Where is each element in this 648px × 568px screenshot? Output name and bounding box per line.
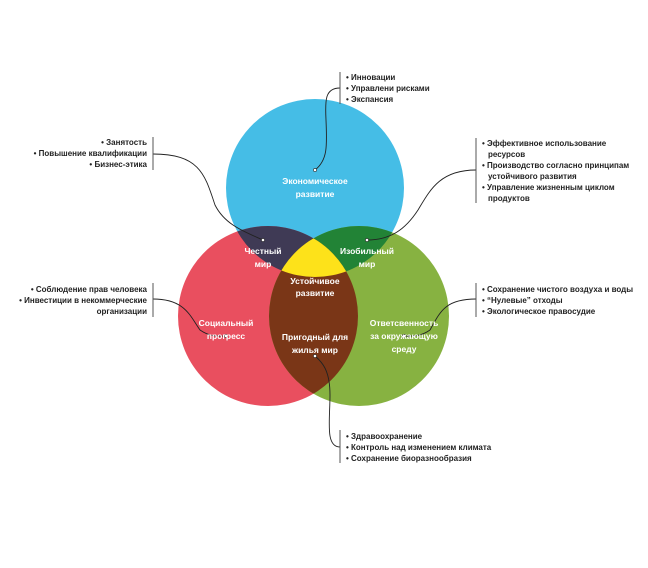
svg-text:• Бизнес-этика: • Бизнес-этика <box>89 160 147 169</box>
list-fair: • Занятость • Повышение квалификации • Б… <box>34 138 148 169</box>
svg-text:• Производство согласно принци: • Производство согласно принципам <box>482 161 629 170</box>
svg-text:• Эффективное использование: • Эффективное использование <box>482 139 607 148</box>
connector-social <box>152 298 227 337</box>
svg-text:• Сохранение биоразнообразия: • Сохранение биоразнообразия <box>346 454 472 463</box>
svg-text:ресурсов: ресурсов <box>488 150 525 159</box>
list-abundant: • Эффективное использование ресурсов • П… <box>482 139 629 203</box>
svg-text:организации: организации <box>97 307 147 316</box>
svg-text:продуктов: продуктов <box>488 194 530 203</box>
svg-text:• Повышение квалификации: • Повышение квалификации <box>34 149 147 158</box>
connector-fair <box>152 153 264 241</box>
svg-text:• “Нулевые” отходы: • “Нулевые” отходы <box>482 296 563 305</box>
connector-dots <box>224 168 406 358</box>
svg-text:• Занятость: • Занятость <box>101 138 147 147</box>
svg-text:• Управление жизненным циклом: • Управление жизненным циклом <box>482 183 615 192</box>
svg-text:• Экспансия: • Экспансия <box>346 95 394 104</box>
connector-abundant <box>366 169 477 241</box>
svg-text:• Здравоохранение: • Здравоохранение <box>346 432 423 441</box>
sustainable-region <box>269 226 358 277</box>
list-economic: • Инновации • Управлени рисками • Экспан… <box>346 73 430 104</box>
svg-text:устойчивого развития: устойчивого развития <box>488 172 577 181</box>
svg-text:• Соблюдение прав человека: • Соблюдение прав человека <box>31 285 148 294</box>
svg-text:• Инвестиции в некоммерческие: • Инвестиции в некоммерческие <box>19 296 147 305</box>
connector-environment <box>403 298 477 337</box>
list-environment: • Сохранение чистого воздуха и воды • “Н… <box>482 285 633 316</box>
svg-text:• Сохранение чистого воздуха и: • Сохранение чистого воздуха и воды <box>482 285 633 294</box>
connector-livable <box>314 355 341 448</box>
list-livable: • Здравоохранение • Контроль над изменен… <box>346 432 492 463</box>
list-social: • Соблюдение прав человека • Инвестиции … <box>19 285 147 316</box>
svg-text:• Экологическое правосудие: • Экологическое правосудие <box>482 307 596 316</box>
svg-text:• Инновации: • Инновации <box>346 73 395 82</box>
svg-text:• Контроль над изменением клим: • Контроль над изменением климата <box>346 443 492 452</box>
svg-text:• Управлени рисками: • Управлени рисками <box>346 84 430 93</box>
connector-economic <box>314 87 341 171</box>
